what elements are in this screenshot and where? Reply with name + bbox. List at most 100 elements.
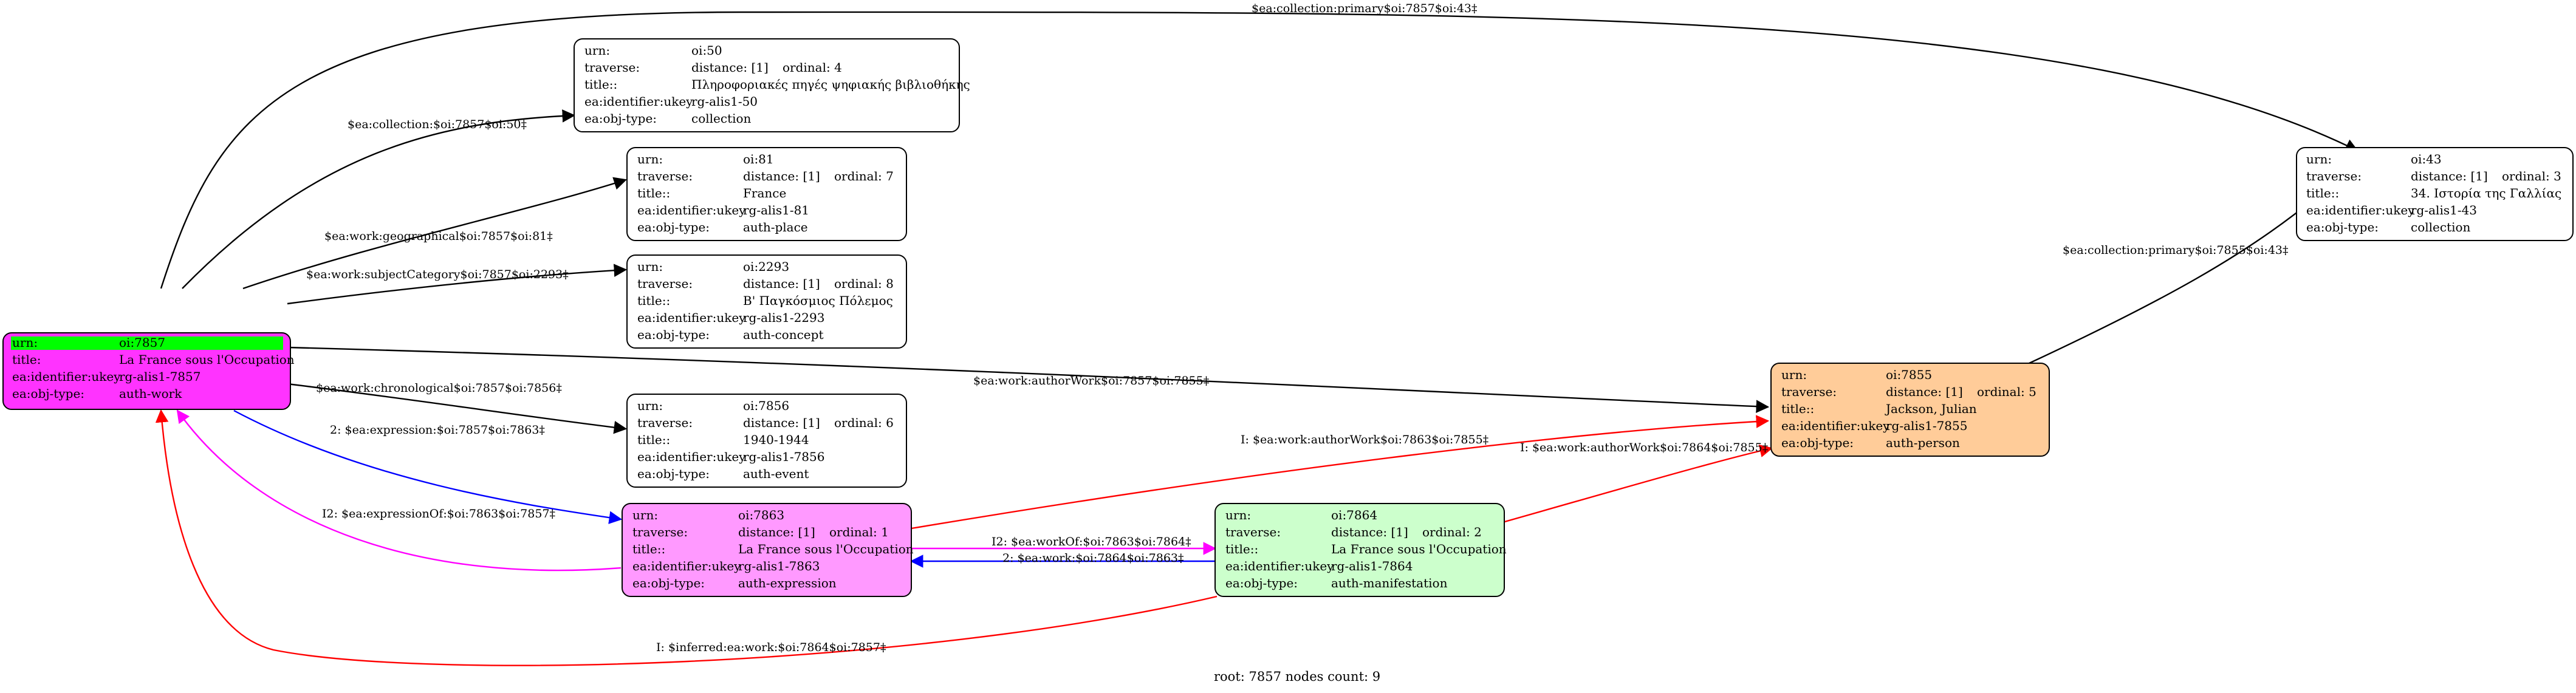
node-7856-ukey-value: rg-alis1-7856 bbox=[743, 449, 824, 464]
node-7863-title-key: title:: bbox=[632, 542, 665, 556]
edge-label-collection-7857-50: $ea:collection:$oi:7857$oi:50‡ bbox=[348, 118, 527, 131]
node-7863-ordinal: ordinal: 1 bbox=[829, 525, 889, 539]
node-2293-ukey-value: rg-alis1-2293 bbox=[743, 310, 824, 325]
node-7863-ukey-key: ea:identifier:ukey bbox=[632, 559, 741, 573]
node-7856-urn-key: urn: bbox=[637, 398, 663, 413]
node-43-urn-key: urn: bbox=[2306, 152, 2332, 166]
node-7855-title-key: title:: bbox=[1781, 401, 1814, 416]
node-50-ukey-key: ea:identifier:ukey bbox=[584, 94, 693, 109]
edge-primary-7855-43[interactable] bbox=[2029, 192, 2322, 364]
edge-expression-7857-7863[interactable] bbox=[233, 409, 623, 524]
node-43-type-value: collection bbox=[2411, 220, 2471, 234]
edge-label-workOf-7863-7864: I2: $ea:workOf:$oi:7863$oi:7864‡ bbox=[992, 535, 1191, 548]
edge-primary-7857-43[interactable] bbox=[160, 11, 2358, 289]
edge-label-author-7863-7855: I: $ea:work:authorWork$oi:7863$oi:7855‡ bbox=[1241, 433, 1488, 446]
node-50-ordinal: ordinal: 4 bbox=[783, 60, 842, 75]
node-50[interactable]: urn: oi:50 traverse: distance: [1] ordin… bbox=[574, 38, 970, 132]
node-50-distance: distance: [1] bbox=[691, 60, 769, 75]
edge-expressionOf-7863-7857[interactable] bbox=[176, 409, 622, 572]
node-43[interactable]: urn: oi:43 traverse: distance: [1] ordin… bbox=[2296, 147, 2574, 241]
node-2293-title-key: title:: bbox=[637, 293, 670, 308]
edge-labels: $ea:collection:primary$oi:7857$oi:43‡ $e… bbox=[306, 2, 2289, 654]
node-81-distance: distance: [1] bbox=[743, 169, 820, 183]
node-43-ukey-key: ea:identifier:ukey bbox=[2306, 203, 2415, 217]
node-2293-urn-value: oi:2293 bbox=[743, 259, 789, 274]
urn-highlight bbox=[11, 336, 283, 350]
node-7856-title-value: 1940-1944 bbox=[743, 432, 809, 447]
node-7855-ordinal: ordinal: 5 bbox=[1977, 384, 2036, 399]
node-50-traverse-key: traverse: bbox=[584, 60, 640, 75]
node-43-type-key: ea:obj-type: bbox=[2306, 220, 2379, 234]
node-81[interactable]: urn: oi:81 traverse: distance: [1] ordin… bbox=[626, 147, 907, 241]
node-7857[interactable]: urn: oi:7857 title: La France sous l'Occ… bbox=[2, 332, 295, 410]
edge-author-7864-7855[interactable] bbox=[1502, 444, 1773, 524]
node-7864-traverse-key: traverse: bbox=[1225, 525, 1281, 539]
node-7864-title-key: title:: bbox=[1225, 542, 1258, 556]
edge-label-author-7857-7855: $ea:work:authorWork$oi:7857$oi:7855‡ bbox=[973, 374, 1209, 387]
node-7855-distance: distance: [1] bbox=[1886, 384, 1963, 399]
node-43-urn-value: oi:43 bbox=[2411, 152, 2442, 166]
node-50-urn-key: urn: bbox=[584, 43, 610, 58]
node-81-title-value: France bbox=[743, 186, 786, 200]
node-7863-type-key: ea:obj-type: bbox=[632, 576, 705, 590]
node-7864-type-value: auth-manifestation bbox=[1331, 576, 1448, 590]
node-43-ukey-value: rg-alis1-43 bbox=[2411, 203, 2477, 217]
node-50-ukey-value: rg-alis1-50 bbox=[691, 94, 758, 109]
edge-inferred-7864-7857[interactable] bbox=[155, 409, 1218, 666]
node-7857-ukey-value: rg-alis1-7857 bbox=[119, 369, 200, 384]
node-50-type-value: collection bbox=[691, 111, 752, 126]
node-7864-urn-value: oi:7864 bbox=[1331, 508, 1377, 522]
edge-label-subject-7857-2293: $ea:work:subjectCategory$oi:7857$oi:2293… bbox=[306, 268, 569, 281]
node-81-urn-value: oi:81 bbox=[743, 152, 774, 166]
node-2293-urn-key: urn: bbox=[637, 259, 663, 274]
node-7863-type-value: auth-expression bbox=[738, 576, 837, 590]
node-7864-ordinal: ordinal: 2 bbox=[1422, 525, 1482, 539]
node-7864-urn-key: urn: bbox=[1225, 508, 1251, 522]
edge-label-inferred: I: $inferred:ea:work:$oi:7864$oi:7857‡ bbox=[656, 641, 886, 654]
node-7856-ukey-key: ea:identifier:ukey bbox=[637, 449, 746, 464]
node-43-title-key: title:: bbox=[2306, 186, 2339, 200]
node-2293-traverse-key: traverse: bbox=[637, 276, 693, 291]
edge-label-primary-7855-43: $ea:collection:primary$oi:7855$oi:43‡ bbox=[2063, 244, 2289, 257]
edge-author-7857-7855[interactable] bbox=[287, 346, 1770, 413]
node-7864[interactable]: urn: oi:7864 traverse: distance: [1] ord… bbox=[1214, 503, 1507, 597]
node-7856-type-key: ea:obj-type: bbox=[637, 466, 710, 481]
node-2293[interactable]: urn: oi:2293 traverse: distance: [1] ord… bbox=[626, 254, 907, 349]
edge-geographical-7857-81[interactable] bbox=[242, 177, 628, 290]
node-43-traverse-key: traverse: bbox=[2306, 169, 2362, 183]
node-50-title-key: title:: bbox=[584, 77, 617, 92]
edge-label-primary-7857-43: $ea:collection:primary$oi:7857$oi:43‡ bbox=[1252, 2, 1478, 15]
edge-label-expression-7857-7863: 2: $ea:expression:$oi:7857$oi:7863‡ bbox=[330, 423, 545, 437]
node-2293-distance: distance: [1] bbox=[743, 276, 820, 291]
node-7864-title-value: La France sous l'Occupation bbox=[1331, 542, 1507, 556]
node-7855-type-value: auth-person bbox=[1886, 435, 1960, 450]
edge-label-expressionOf: I2: $ea:expressionOf:$oi:7863$oi:7857‡ bbox=[322, 507, 555, 521]
node-7855[interactable]: urn: oi:7855 traverse: distance: [1] ord… bbox=[1770, 363, 2050, 457]
node-81-urn-key: urn: bbox=[637, 152, 663, 166]
edge-subject-7857-2293[interactable] bbox=[287, 264, 628, 305]
node-7855-type-key: ea:obj-type: bbox=[1781, 435, 1854, 450]
node-81-ordinal: ordinal: 7 bbox=[834, 169, 894, 183]
node-7863-title-value: La France sous l'Occupation bbox=[738, 542, 914, 556]
node-50-urn-value: oi:50 bbox=[691, 43, 722, 58]
edge-author-7863-7855[interactable] bbox=[911, 415, 1770, 530]
node-2293-type-value: auth-concept bbox=[743, 327, 823, 342]
node-2293-type-key: ea:obj-type: bbox=[637, 327, 710, 342]
node-2293-ordinal: ordinal: 8 bbox=[834, 276, 894, 291]
node-7864-ukey-key: ea:identifier:ukey bbox=[1225, 559, 1334, 573]
node-2293-ukey-key: ea:identifier:ukey bbox=[637, 310, 746, 325]
node-7863-distance: distance: [1] bbox=[738, 525, 815, 539]
node-7856[interactable]: urn: oi:7856 traverse: distance: [1] ord… bbox=[626, 394, 907, 488]
node-7857-ukey-key: ea:identifier:ukey bbox=[12, 369, 121, 384]
node-7864-distance: distance: [1] bbox=[1331, 525, 1408, 539]
node-7855-traverse-key: traverse: bbox=[1781, 384, 1837, 399]
node-7863[interactable]: urn: oi:7863 traverse: distance: [1] ord… bbox=[622, 503, 914, 597]
edge-chronological-7857-7856[interactable] bbox=[287, 383, 628, 434]
node-50-title-value: Πληροφοριακές πηγές ψηφιακής βιβλιοθήκης bbox=[691, 77, 970, 92]
edge-collection-7857-50[interactable] bbox=[182, 109, 576, 289]
node-7855-urn-key: urn: bbox=[1781, 367, 1807, 382]
node-7857-title-value: La France sous l'Occupation bbox=[119, 352, 295, 367]
node-81-ukey-key: ea:identifier:ukey bbox=[637, 203, 746, 217]
